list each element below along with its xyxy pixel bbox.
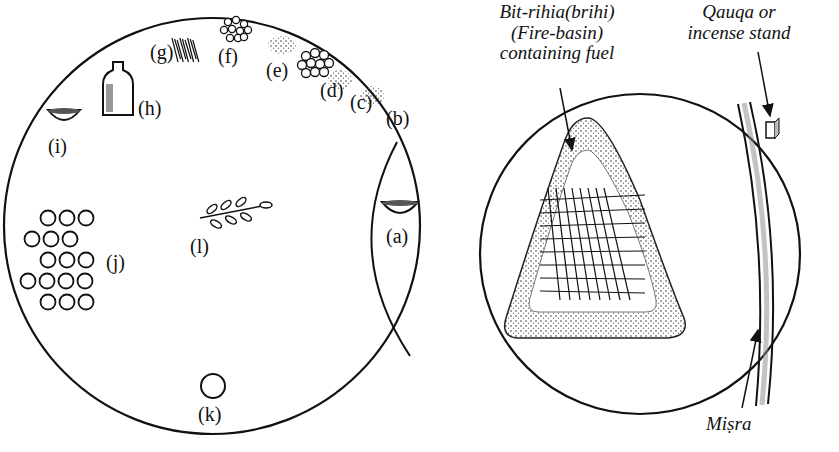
- seed: [320, 51, 329, 60]
- seed: [228, 25, 235, 32]
- stick: [564, 188, 580, 300]
- callout-note: Bit-rihia(brihi) (Fire-basin) containing…: [482, 2, 632, 64]
- bread-rounds: [21, 211, 94, 310]
- leader-line: [742, 330, 758, 408]
- stick: [540, 223, 645, 226]
- callout-letter: (h): [138, 98, 161, 118]
- basin-hollow: [529, 150, 656, 312]
- callout-letter: (f): [218, 46, 238, 66]
- bread-round: [41, 253, 56, 268]
- seed: [311, 49, 320, 58]
- strand: [193, 40, 199, 62]
- seed: [302, 69, 311, 78]
- seed: [311, 68, 320, 77]
- incense-stand-side: [775, 118, 779, 138]
- leader-line: [758, 52, 770, 116]
- callout-letter: (i): [48, 136, 67, 156]
- callout-letter: (l): [190, 236, 209, 256]
- seed: [232, 16, 239, 23]
- stick: [604, 188, 630, 300]
- bread-round: [41, 295, 56, 310]
- bread-round: [41, 211, 56, 226]
- seed: [226, 34, 233, 41]
- leader-line: [560, 88, 572, 150]
- callout-letter: (a): [386, 226, 408, 246]
- stick: [556, 188, 570, 300]
- stick: [572, 188, 590, 300]
- bread-round: [79, 253, 94, 268]
- stick: [540, 251, 645, 252]
- seed: [240, 33, 247, 40]
- bread-round: [60, 211, 75, 226]
- heap: [268, 36, 296, 54]
- bread-round: [40, 274, 55, 289]
- bowl-rim: [382, 200, 418, 206]
- bread-round: [21, 274, 36, 289]
- stick: [540, 264, 645, 265]
- bread-round: [59, 274, 74, 289]
- fire-circle: [480, 94, 800, 414]
- callout-letter: (c): [350, 92, 372, 112]
- seed: [320, 68, 329, 77]
- incense-stand: [766, 122, 775, 138]
- bread-round: [79, 295, 94, 310]
- stick: [540, 291, 645, 293]
- round-object: [201, 374, 225, 398]
- stick: [540, 278, 645, 279]
- stick: [540, 195, 645, 200]
- bread-round: [79, 211, 94, 226]
- bread-round: [60, 295, 75, 310]
- bread-round: [78, 274, 93, 289]
- seed: [307, 59, 316, 68]
- callout-note: Qauqa or incense stand: [676, 2, 802, 43]
- callout-letter: (g): [150, 42, 173, 62]
- bread-round: [60, 253, 75, 268]
- fire-basin: [505, 118, 686, 338]
- bottle-shade: [106, 84, 113, 112]
- bread-round: [63, 232, 78, 247]
- strand: [177, 40, 183, 62]
- callout-letter: (e): [266, 60, 288, 80]
- stick: [580, 188, 600, 300]
- herb-strands: [172, 38, 199, 62]
- misra-furrow: [738, 104, 760, 406]
- callout-letter: (j): [106, 252, 125, 272]
- seed: [244, 26, 251, 33]
- seed: [220, 26, 227, 33]
- bread-round: [44, 232, 59, 247]
- callout-letter: (b): [386, 108, 409, 128]
- callout-letter: (k): [198, 404, 221, 424]
- offering-circle: [4, 18, 420, 434]
- myrtle-sprig: [200, 196, 272, 230]
- fuel-sticks: [540, 188, 645, 300]
- stick: [540, 237, 645, 239]
- seed: [325, 59, 334, 68]
- bowl-rim: [48, 108, 80, 114]
- callout-letter: (d): [320, 80, 343, 100]
- callout-note: Miṣra: [706, 414, 751, 435]
- seed: [224, 18, 231, 25]
- bottle: [103, 62, 133, 115]
- inner-arc: [371, 142, 410, 356]
- bread-round: [25, 232, 40, 247]
- misra-shade: [744, 103, 767, 405]
